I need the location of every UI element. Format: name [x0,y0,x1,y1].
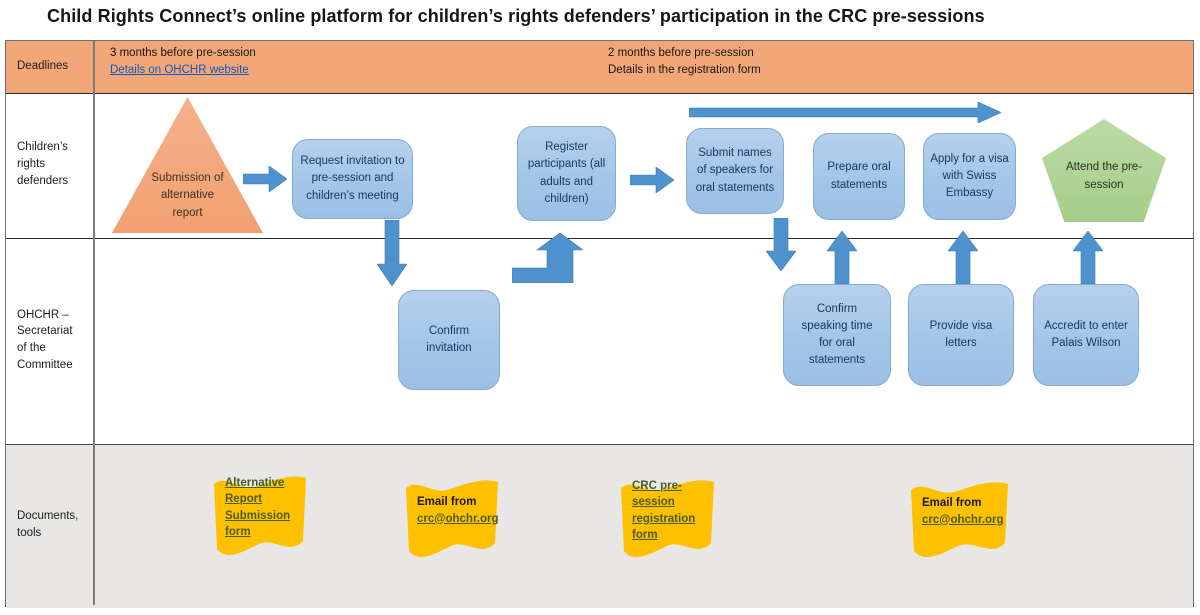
step-label: Confirm invitation [426,324,472,354]
deadline-3-months: 3 months before pre-session Details on O… [110,45,256,79]
deadline-2-months-note: Details in the registration form [608,64,761,76]
doc-prefix: Email from [922,497,982,510]
crc-email-link[interactable]: crc@ohchr.org [922,513,1004,526]
deadlines-row-background [6,41,1193,93]
step-prepare-oral-box: Prepare oral statements [813,133,905,220]
step-submit-names-box: Submit names of speakers for oral statem… [686,128,784,214]
row-divider [6,238,1193,239]
doc-flag-email-ohchr: Email from crc@ohchr.org [907,476,1012,559]
step-label: Confirm speaking time for oral statement… [801,302,873,367]
doc-flag-alternative-report: Alternative Report Submission form [210,470,310,557]
step-label: Request invitation to pre-session and ch… [300,155,405,202]
arrow-down-icon [377,220,407,286]
doc-flag-text: Email from crc@ohchr.org [417,474,499,547]
documents-row-background [6,444,1193,608]
step-label: Provide visa letters [929,319,993,349]
arrow-down-icon [766,218,796,271]
doc-prefix: Email from [417,496,477,509]
row-divider [6,93,1193,94]
wave-flag-icon [911,482,1008,558]
doc-flag-email-ohchr: Email from crc@ohchr.org [402,474,502,559]
lane-label-defenders: Children’s rights defenders [17,141,69,187]
step-label: Apply for a visa with Swiss Embassy [930,152,1009,200]
step-request-invitation-box: Request invitation to pre-session and ch… [292,139,413,219]
deadline-2-months-text: 2 months before pre-session [608,47,754,59]
row-divider [6,444,1193,445]
deadline-3-months-text: 3 months before pre-session [110,47,256,59]
wave-flag-icon [214,476,306,556]
alternative-report-form-link[interactable]: Alternative Report Submission form [225,477,291,538]
doc-flag-text: CRC pre-session registration form [632,474,712,547]
step-label: Submit names of speakers for oral statem… [695,147,775,194]
registration-form-link[interactable]: CRC pre-session registration form [632,480,696,541]
step-label: Accredit to enter Palais Wilson [1044,319,1128,349]
lane-label-ohchr: OHCHR – Secretariat of the Committee [17,308,73,371]
step-accredit-box: Accredit to enter Palais Wilson [1033,284,1139,386]
arrow-right-icon [243,166,287,192]
step-register-participants-box: Register participants (all adults and ch… [517,126,616,221]
step-provide-visa-box: Provide visa letters [908,284,1014,386]
ohchr-website-link[interactable]: Details on OHCHR website [110,64,249,76]
doc-flag-text: Alternative Report Submission form [225,470,304,545]
deadline-2-months: 2 months before pre-session Details in t… [608,45,761,79]
step-label: Prepare oral statements [827,161,891,191]
lane-label-deadlines: Deadlines [17,59,69,72]
wave-flag-icon [621,480,714,558]
timeline-arrow-icon [689,102,1001,123]
doc-flag-registration-form: CRC pre-session registration form [617,474,718,559]
step-label: Submission of alternative report [151,171,224,220]
step-confirm-speaking-box: Confirm speaking time for oral statement… [783,284,891,386]
label-column-divider [93,41,95,605]
doc-flag-text: Email from crc@ohchr.org [922,476,1006,547]
step-apply-visa-box: Apply for a visa with Swiss Embassy [923,133,1016,220]
lane-label-documents: Documents, tools [17,510,79,539]
wave-flag-icon [406,480,498,558]
step-label: Attend the pre-session [1065,160,1143,191]
page-title: Child Rights Connect’s online platform f… [47,6,985,26]
step-label: Register participants (all adults and ch… [527,141,606,205]
arrow-up-icon [948,231,978,284]
crc-email-link[interactable]: crc@ohchr.org [417,512,499,525]
arrow-elbow-up-icon [512,233,583,283]
arrow-right-icon [630,167,674,193]
step-confirm-invitation-box: Confirm invitation [398,290,500,390]
arrow-up-icon [1073,231,1103,284]
arrow-up-icon [827,231,857,284]
